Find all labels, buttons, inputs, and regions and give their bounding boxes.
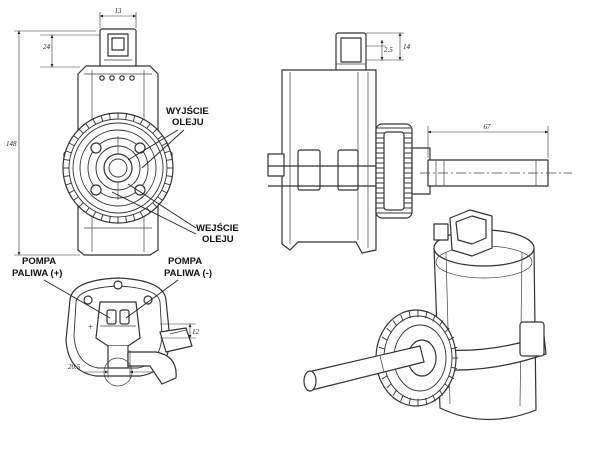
- dim-pin-spacing: 12: [192, 328, 200, 336]
- front-gear-teeth: [63, 113, 173, 223]
- label-oil-outlet-line1: WYJŚCIE: [166, 105, 209, 117]
- bottom-view: + 12 20.5 POMPA PALIWA (+) POMPA PALIWA …: [12, 256, 212, 387]
- label-fuel-pump-plus-line1: POMPA: [22, 256, 56, 267]
- dim-side-connector-b: 2.5: [384, 46, 393, 54]
- label-oil-outlet-line2: OLEJU: [172, 117, 204, 128]
- dim-bottom-width: 20.5: [68, 363, 81, 371]
- dim-side-connector-a: 14: [403, 43, 411, 51]
- label-oil-inlet-line2: OLEJU: [202, 234, 234, 245]
- label-fuel-pump-plus-line2: PALIWA (+): [12, 268, 62, 279]
- label-fuel-pump-minus-line2: PALIWA (-): [164, 268, 212, 279]
- iso-gear-teeth: [378, 310, 458, 406]
- svg-text:+: +: [88, 322, 93, 332]
- side-view: 14 2.5 67: [267, 32, 572, 254]
- label-oil-inlet-line1: WEJŚCIE: [196, 222, 239, 234]
- dim-overall-height: 148: [6, 140, 17, 148]
- front-view: 13 24 148 WYJŚCIE OLEJU WEJŚCIE OLEJU: [6, 7, 239, 256]
- dim-connector-height: 24: [43, 43, 51, 51]
- isometric-view: [303, 209, 547, 421]
- dim-shaft-length: 67: [484, 123, 492, 131]
- label-fuel-pump-minus-line1: POMPA: [168, 256, 202, 267]
- dim-connector-width: 13: [115, 7, 123, 15]
